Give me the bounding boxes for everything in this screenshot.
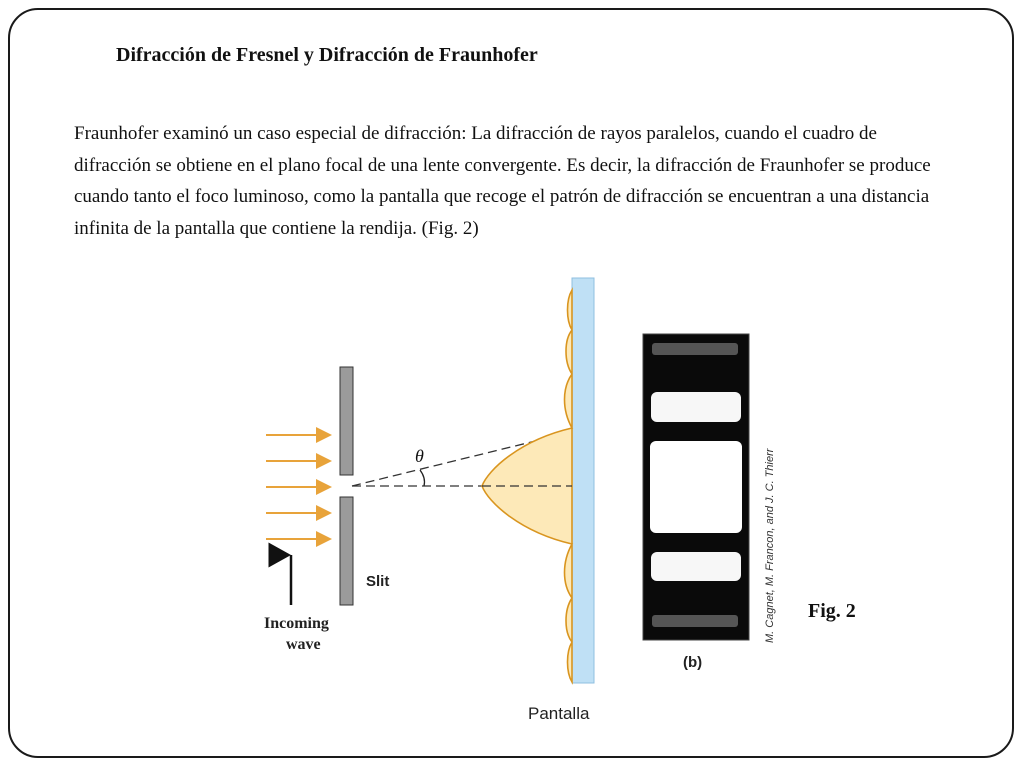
fringe-upper [651,392,741,422]
fringe-faint-top [652,343,738,355]
slide-title: Difracción de Fresnel y Difracción de Fr… [116,44,538,66]
fringe-faint-bottom [652,615,738,627]
theta-arc [419,469,426,487]
incoming-wave-arrows [266,427,332,547]
fringe-central [650,441,742,533]
slide-frame [8,8,1014,758]
incoming-label-line2: wave [286,636,321,653]
screen-label: Pantalla [528,704,590,723]
figure-label: Fig. 2 [808,600,856,622]
slit-lower-plate [339,496,354,606]
incoming-label-line1: Incoming [264,615,329,632]
screen-plate [571,277,595,684]
photo-caption: (b) [683,654,702,671]
theta-symbol: θ [415,446,424,466]
slit-label: Slit [366,573,389,590]
fringe-lower [651,552,741,581]
diffraction-photo [642,333,750,641]
slit-upper-plate [339,366,354,476]
fraunhofer-diagram: θ Slit Incoming wave Pantalla (b) M. Cag… [264,277,776,723]
slide-body-text: Fraunhofer examinó un caso especial de d… [74,123,931,239]
photo-credit: M. Cagnet, M. Francon, and J. C. Thierr [764,447,776,643]
